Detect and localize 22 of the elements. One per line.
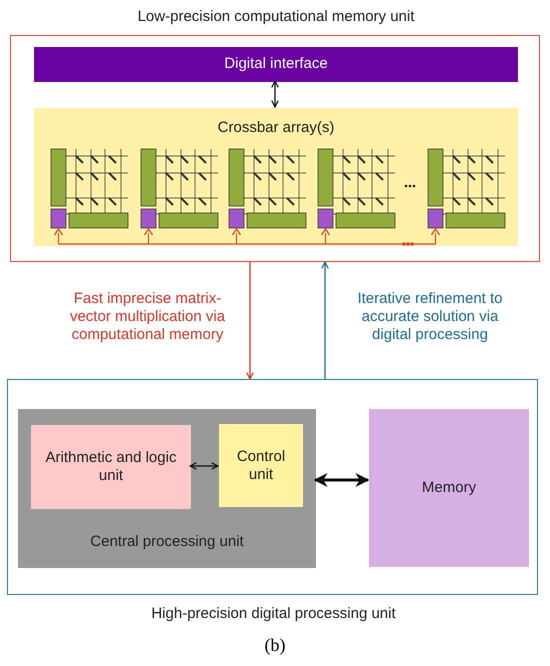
- node-label: Memory: [420, 479, 478, 497]
- caption: (b): [264, 635, 286, 656]
- node-label: High-precision digital processing unit: [150, 605, 397, 623]
- array-panel: [34, 108, 518, 246]
- node-label: Digital interface: [223, 55, 329, 73]
- node-label: Crossbar array(s): [216, 119, 336, 137]
- arrow: [321, 261, 329, 379]
- node-label: Central processing unit: [89, 533, 245, 551]
- interface-bar: [34, 47, 518, 82]
- process-box: [31, 425, 191, 509]
- arrow: [314, 473, 370, 487]
- node-label: Low-precision computational memory unit: [136, 8, 416, 26]
- arrow: [246, 262, 254, 380]
- edge-label: Fast imprecise matrix-vector multiplication via computational memory: [68, 290, 226, 344]
- arrow: [189, 462, 219, 470]
- edge-label: Iterative refinement to accurate solution via digital processing: [356, 290, 504, 344]
- arrow: [271, 80, 279, 108]
- cpu-panel: [18, 409, 316, 568]
- process-box: [219, 424, 303, 507]
- memory-box: [369, 409, 529, 567]
- node-label: Arithmetic and logic unit: [44, 449, 178, 485]
- node-label: Control unit: [236, 448, 286, 484]
